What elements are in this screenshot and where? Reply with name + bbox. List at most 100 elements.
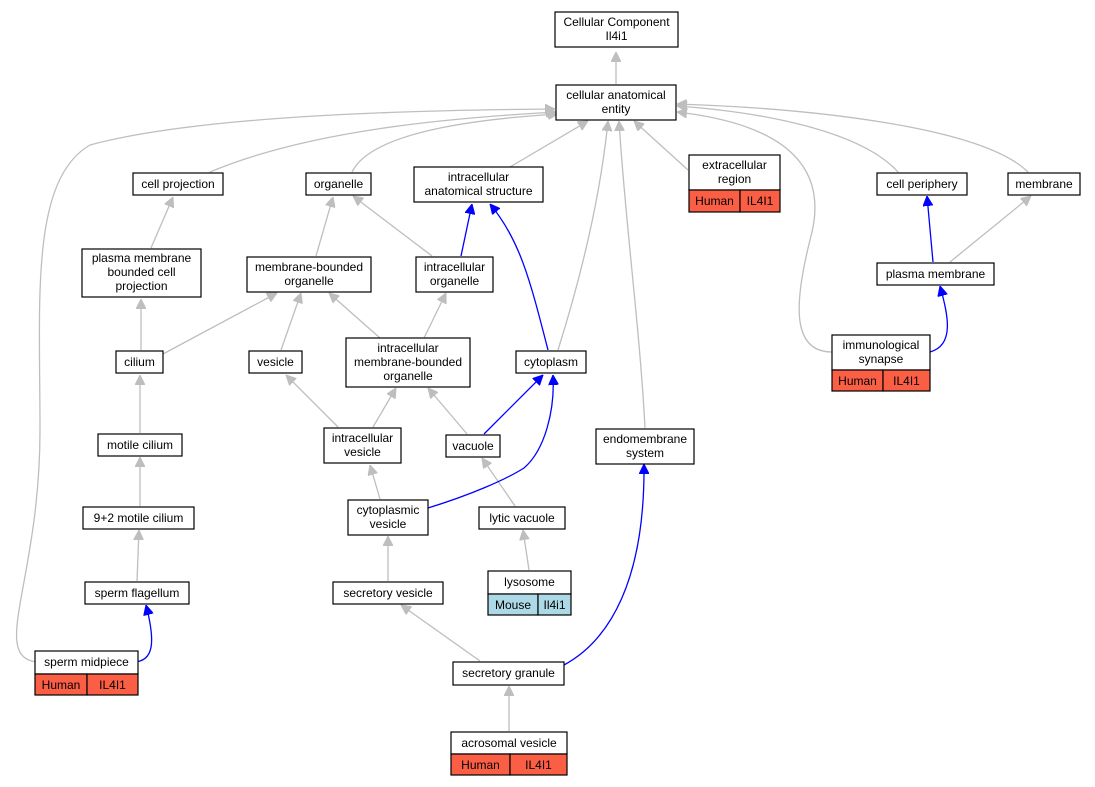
edge-organelle-to-cae bbox=[351, 114, 558, 173]
edge-imbo-to-intracellular-organelle bbox=[423, 293, 446, 339]
node-plasma-membrane-bounded-cell-projection[interactable]: plasma membrane bounded cell projection bbox=[81, 248, 202, 298]
node-label-line: cellular anatomical bbox=[566, 88, 665, 102]
node-vesicle[interactable]: vesicle bbox=[248, 350, 303, 374]
node-label-line: cytoplasm bbox=[524, 355, 578, 369]
node-secretory-granule[interactable]: secretory granule bbox=[452, 661, 565, 686]
gene-tag bbox=[882, 369, 931, 392]
node-nine-two-motile-cilium[interactable]: 9+2 motile cilium bbox=[82, 506, 195, 530]
node-label-line: sperm midpiece bbox=[44, 655, 129, 669]
edge-imbo-to-mbo bbox=[329, 293, 381, 339]
node-label-line: synapse bbox=[859, 352, 904, 366]
node-label-line: plasma membrane bbox=[92, 251, 192, 265]
edge-plasma-membrane-part-of-cell-periphery bbox=[927, 196, 934, 263]
node-label-line: vesicle bbox=[344, 445, 381, 459]
node-label-line: secretory granule bbox=[462, 666, 555, 680]
edge-ias-to-cae bbox=[509, 121, 588, 168]
node-label-line: region bbox=[718, 172, 751, 186]
node-label-line: organelle bbox=[430, 274, 480, 288]
edge-sperm-midpiece-to-cae bbox=[15, 109, 555, 663]
node-label-line: bounded cell bbox=[107, 265, 175, 279]
edge-plasma-membrane-to-membrane bbox=[949, 196, 1031, 263]
node-label-line: immunological bbox=[843, 338, 920, 352]
node-sperm-midpiece[interactable]: sperm midpiece Human IL4I1 bbox=[34, 650, 139, 696]
edge-vesicle-to-mbo bbox=[280, 293, 301, 351]
node-label-line: membrane-bounded bbox=[255, 260, 363, 274]
edge-cytoplasm-to-cae bbox=[557, 121, 608, 351]
edge-sperm-flagellum-to-nine-two bbox=[137, 530, 139, 582]
node-intracellular-anatomical-structure[interactable]: intracellular anatomical structure bbox=[413, 166, 544, 203]
edge-mbo-to-organelle bbox=[315, 197, 333, 257]
node-label-line: intracellular bbox=[332, 431, 393, 445]
node-motile-cilium[interactable]: motile cilium bbox=[97, 433, 183, 457]
edge-intracellular-organelle-to-organelle bbox=[353, 196, 433, 257]
node-secretory-vesicle[interactable]: secretory vesicle bbox=[332, 581, 444, 605]
node-label-line: lytic vacuole bbox=[489, 511, 555, 525]
node-immunological-synapse[interactable]: immunological synapse Human IL4I1 bbox=[831, 334, 931, 392]
node-cilium[interactable]: cilium bbox=[115, 350, 164, 374]
node-cytoplasmic-vesicle[interactable]: cytoplasmic vesicle bbox=[347, 499, 429, 536]
edge-membrane-to-cae bbox=[677, 104, 1029, 173]
edge-cell-periphery-to-cae bbox=[677, 106, 899, 173]
node-cellular-anatomical-entity[interactable]: cellular anatomical entity bbox=[555, 84, 677, 121]
node-intracellular-vesicle[interactable]: intracellular vesicle bbox=[323, 427, 402, 464]
node-intracellular-membrane-bounded-organelle[interactable]: intracellular membrane-bounded organelle bbox=[345, 337, 471, 388]
node-label-line: entity bbox=[602, 102, 631, 116]
node-membrane-bounded-organelle[interactable]: membrane-bounded organelle bbox=[246, 256, 372, 293]
edge-pmbcp-to-cell-projection bbox=[150, 197, 173, 249]
node-membrane[interactable]: membrane bbox=[1007, 172, 1081, 196]
edge-endomembrane-to-cae bbox=[619, 121, 646, 429]
node-label-line: secretory vesicle bbox=[343, 586, 433, 600]
edge-intracellular-organelle-part-of-ias bbox=[460, 204, 472, 257]
node-endomembrane-system[interactable]: endomembrane system bbox=[595, 428, 695, 465]
node-label-line: vesicle bbox=[370, 517, 407, 531]
gene-tag bbox=[509, 753, 568, 776]
edge-secretory-granule-part-of-endomembrane bbox=[563, 464, 644, 666]
edge-immunological-synapse-part-of-plasma-membrane bbox=[929, 286, 949, 353]
node-cellular-component-root[interactable]: Cellular Component Il4i1 bbox=[554, 11, 679, 48]
node-lysosome[interactable]: lysosome Mouse Il4i1 bbox=[487, 570, 572, 616]
species-label: Mouse bbox=[495, 598, 531, 612]
node-extracellular-region[interactable]: extracellular region Human IL4I1 bbox=[688, 154, 781, 213]
edge-cytoplasmic-vesicle-to-intracellular-vesicle bbox=[370, 465, 381, 500]
node-label-line: motile cilium bbox=[107, 438, 173, 452]
edge-cilium-to-mbo bbox=[162, 292, 277, 355]
node-cytoplasm[interactable]: cytoplasm bbox=[515, 350, 587, 374]
node-label-line: cytoplasmic bbox=[357, 503, 420, 517]
node-label-line: intracellular bbox=[424, 260, 485, 274]
node-lytic-vacuole[interactable]: lytic vacuole bbox=[478, 506, 566, 530]
node-acrosomal-vesicle[interactable]: acrosomal vesicle Human IL4I1 bbox=[450, 731, 568, 776]
node-label-line: extracellular bbox=[702, 158, 767, 172]
node-label-line: system bbox=[626, 446, 664, 460]
edge-extracellular-to-cae bbox=[634, 121, 689, 171]
node-label-line: Il4i1 bbox=[605, 29, 627, 43]
node-label-line: cell projection bbox=[141, 177, 214, 191]
species-label: Human bbox=[838, 374, 877, 388]
node-label-line: membrane bbox=[1015, 177, 1073, 191]
node-cell-projection[interactable]: cell projection bbox=[132, 172, 224, 196]
node-label-line: Cellular Component bbox=[563, 15, 670, 29]
node-label-line: cilium bbox=[124, 355, 155, 369]
gene-tag bbox=[86, 673, 139, 696]
node-intracellular-organelle[interactable]: intracellular organelle bbox=[415, 256, 494, 293]
node-label-line: organelle bbox=[314, 177, 364, 191]
node-plasma-membrane[interactable]: plasma membrane bbox=[876, 262, 995, 286]
node-label-line: vesicle bbox=[257, 355, 294, 369]
node-sperm-flagellum[interactable]: sperm flagellum bbox=[84, 581, 190, 605]
edge-vacuole-to-imbo bbox=[428, 388, 468, 435]
edge-intracellular-vesicle-to-imbo bbox=[372, 388, 396, 428]
node-vacuole[interactable]: vacuole bbox=[445, 434, 501, 458]
node-label-line: cell periphery bbox=[886, 177, 957, 191]
edge-vacuole-part-of-cytoplasm bbox=[483, 375, 543, 435]
edge-cytoplasmic-vesicle-part-of-cytoplasm bbox=[427, 375, 553, 509]
node-label-line: 9+2 motile cilium bbox=[94, 511, 184, 525]
node-label-line: organelle bbox=[284, 274, 334, 288]
node-label-line: organelle bbox=[383, 369, 433, 383]
edge-intracellular-vesicle-to-vesicle bbox=[286, 375, 339, 428]
node-organelle[interactable]: organelle bbox=[305, 172, 372, 196]
edges bbox=[15, 52, 1031, 731]
edge-secretory-granule-to-secretory-vesicle bbox=[401, 605, 481, 662]
edge-cytoplasm-part-of-ias bbox=[490, 204, 549, 351]
node-cell-periphery[interactable]: cell periphery bbox=[876, 172, 968, 196]
node-label-line: sperm flagellum bbox=[95, 586, 180, 600]
